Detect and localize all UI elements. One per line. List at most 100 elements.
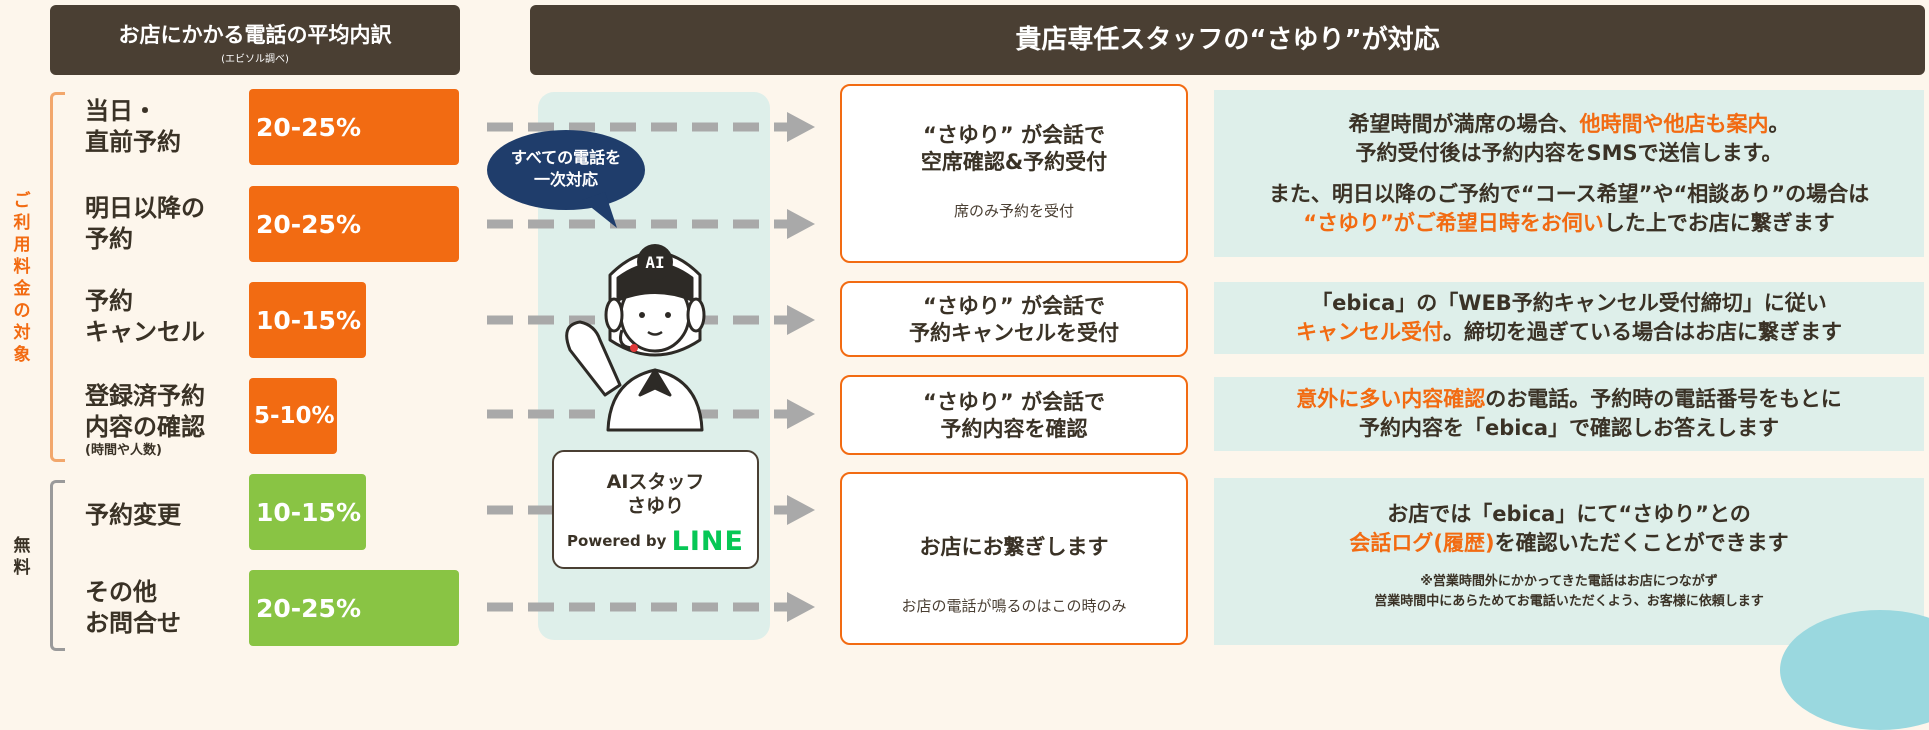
detail-text: した上でお店に繋ぎます — [1603, 211, 1835, 235]
ai-staff-name: さゆり — [626, 495, 684, 517]
row-label-line: 予約変更 — [85, 501, 181, 529]
free-group-label: 無料 — [11, 535, 33, 579]
row-label-line: キャンセル — [85, 318, 205, 346]
row-label-cancel: 予約 キャンセル — [85, 286, 235, 348]
right-header: 貴店専任スタッフの“さゆり”が対応 — [530, 5, 1925, 75]
bar-value-label: 5-10% — [254, 403, 335, 429]
response-main: 予約キャンセルを受付 — [909, 321, 1119, 345]
row-label-note: (時間や人数) — [85, 443, 162, 458]
response-sub: お店の電話が鳴るのはこの時のみ — [901, 597, 1127, 615]
response-box-confirm: “さゆり” が会話で 予約内容を確認 — [840, 375, 1188, 455]
row-label-confirm: 登録済予約 内容の確認 (時間や人数) — [85, 381, 235, 459]
bar-future: 20-25% — [249, 186, 459, 262]
ai-staff-card: AIスタッフ さゆり Powered by LINE — [552, 450, 759, 569]
group-label-char: 無 — [13, 536, 31, 556]
response-main: “さゆり” が会話で — [923, 390, 1105, 414]
detail-highlight: “さゆり”がご希望日時をお伺い — [1303, 211, 1604, 235]
row-label-line: 直前予約 — [85, 128, 181, 156]
detail-text: 「ebica」の「WEB予約キャンセル受付締切」に従い — [1311, 291, 1827, 315]
ai-operator-illustration: AI — [565, 244, 706, 432]
paid-group-label: ご利用料金の対象 — [11, 190, 33, 366]
left-header: お店にかかる電話の平均内訳 (エビソル調べ) — [50, 5, 460, 75]
response-box-reservation: “さゆり” が会話で 空席確認&予約受付 席のみ予約を受付 — [840, 84, 1188, 263]
group-label-char: の — [13, 301, 31, 321]
bar-other: 20-25% — [249, 570, 459, 646]
response-main: お店にお繋ぎします — [919, 535, 1109, 559]
group-label-char: 対 — [13, 323, 31, 343]
detail-text: 予約内容を「ebica」で確認しお答えします — [1358, 416, 1780, 440]
bar-confirm: 5-10% — [249, 378, 337, 454]
row-label-line: 予約 — [85, 287, 133, 315]
ai-badge-text: AI — [645, 253, 664, 272]
row-label-line: 登録済予約 — [85, 382, 205, 410]
row-label-line: 予約 — [85, 225, 133, 253]
line-logo: LINE — [671, 526, 744, 557]
response-main: 予約内容を確認 — [940, 417, 1088, 441]
chart-title: お店にかかる電話の平均内訳 — [118, 23, 392, 47]
detail-highlight: 他時間や他店も案内 — [1579, 112, 1769, 136]
powered-by: Powered by LINE — [554, 526, 757, 557]
bubble-line: すべての電話を — [510, 148, 622, 167]
detail-text: 希望時間が満席の場合、 — [1348, 112, 1580, 136]
detail-highlight: 会話ログ(履歴) — [1349, 531, 1495, 555]
row-label-same-day: 当日・ 直前予約 — [85, 96, 235, 158]
bar-value-label: 20-25% — [256, 593, 362, 623]
detail-text: 。締切を過ぎている場合はお店に繋ぎます — [1443, 320, 1842, 344]
row-label-line: お問合せ — [85, 609, 181, 637]
detail-box-log: お店では「ebica」にて“さゆり”との 会話ログ(履歴)を確認いただくことがで… — [1214, 478, 1924, 645]
detail-box-cancel: 「ebica」の「WEB予約キャンセル受付締切」に従い キャンセル受付。締切を過… — [1214, 282, 1924, 354]
bar-same-day: 20-25% — [249, 89, 459, 165]
arrow-head — [787, 399, 815, 429]
response-main: “さゆり” が会話で — [923, 123, 1105, 147]
detail-box-confirm: 意外に多い内容確認のお電話。予約時の電話番号をもとに 予約内容を「ebica」で… — [1214, 377, 1924, 451]
detail-text: 予約受付後は予約内容をSMSで送信します。 — [1355, 141, 1783, 165]
group-label-char: 象 — [13, 345, 31, 365]
response-sub: 席のみ予約を受付 — [953, 202, 1074, 220]
response-box-cancel: “さゆり” が会話で 予約キャンセルを受付 — [840, 281, 1188, 357]
arrow-head — [787, 112, 815, 142]
row-label-line: 明日以降の — [85, 194, 205, 222]
arrow-head — [787, 305, 815, 335]
arrow-head — [787, 209, 815, 239]
arrow-head — [787, 495, 815, 525]
group-label-char: 料 — [13, 558, 31, 578]
bar-value-label: 10-15% — [256, 305, 362, 335]
flow-arrows — [487, 112, 815, 622]
detail-note: ※営業時間外にかかってきた電話はお店につながず — [1420, 574, 1718, 589]
row-label-line: 当日・ — [85, 97, 157, 125]
detail-text: を確認いただくことができます — [1494, 531, 1789, 555]
bar-value-label: 10-15% — [256, 497, 362, 527]
bubble-line: 一次対応 — [533, 170, 598, 189]
response-main: “さゆり” が会話で — [923, 294, 1105, 318]
chart-subtitle: (エビソル調べ) — [221, 54, 289, 65]
detail-note: 営業時間中にあらためてお電話いただくよう、お客様に依頼します — [1374, 594, 1764, 609]
group-label-char: 料 — [13, 257, 31, 277]
speech-bubble-text: すべての電話を 一次対応 — [487, 147, 645, 191]
response-box-connect: お店にお繋ぎします お店の電話が鳴るのはこの時のみ — [840, 472, 1188, 645]
row-label-other: その他 お問合せ — [85, 577, 235, 639]
group-label-char: 金 — [13, 279, 31, 299]
detail-text: また、明日以降のご予約で“コース希望”や“相談あり”の場合は — [1268, 182, 1870, 206]
speech-bubble — [487, 130, 645, 228]
paid-bracket — [50, 92, 65, 462]
bar-value-label: 20-25% — [256, 209, 362, 239]
bar-value-label: 20-25% — [256, 112, 362, 142]
detail-box-reservation: 希望時間が満席の場合、他時間や他店も案内。 予約受付後は予約内容をSMSで送信し… — [1214, 90, 1924, 257]
detail-highlight: 意外に多い内容確認 — [1296, 387, 1486, 411]
response-main: 空席確認&予約受付 — [920, 150, 1108, 174]
row-label-line: 内容の確認 — [85, 413, 205, 441]
row-label-change: 予約変更 — [85, 500, 235, 531]
group-label-char: ご — [13, 191, 31, 211]
row-label-line: その他 — [85, 578, 157, 606]
arrow-head — [787, 592, 815, 622]
detail-text: お店では「ebica」にて“さゆり”との — [1387, 502, 1751, 526]
group-label-char: 用 — [13, 235, 31, 255]
bar-cancel: 10-15% — [249, 282, 366, 358]
powered-by-text: Powered by — [567, 532, 667, 550]
detail-text: 。 — [1768, 112, 1790, 136]
group-label-char: 利 — [13, 213, 31, 233]
detail-text: のお電話。予約時の電話番号をもとに — [1485, 387, 1842, 411]
bar-change: 10-15% — [249, 474, 366, 550]
detail-highlight: キャンセル受付 — [1296, 320, 1443, 344]
row-label-future: 明日以降の 予約 — [85, 193, 235, 255]
